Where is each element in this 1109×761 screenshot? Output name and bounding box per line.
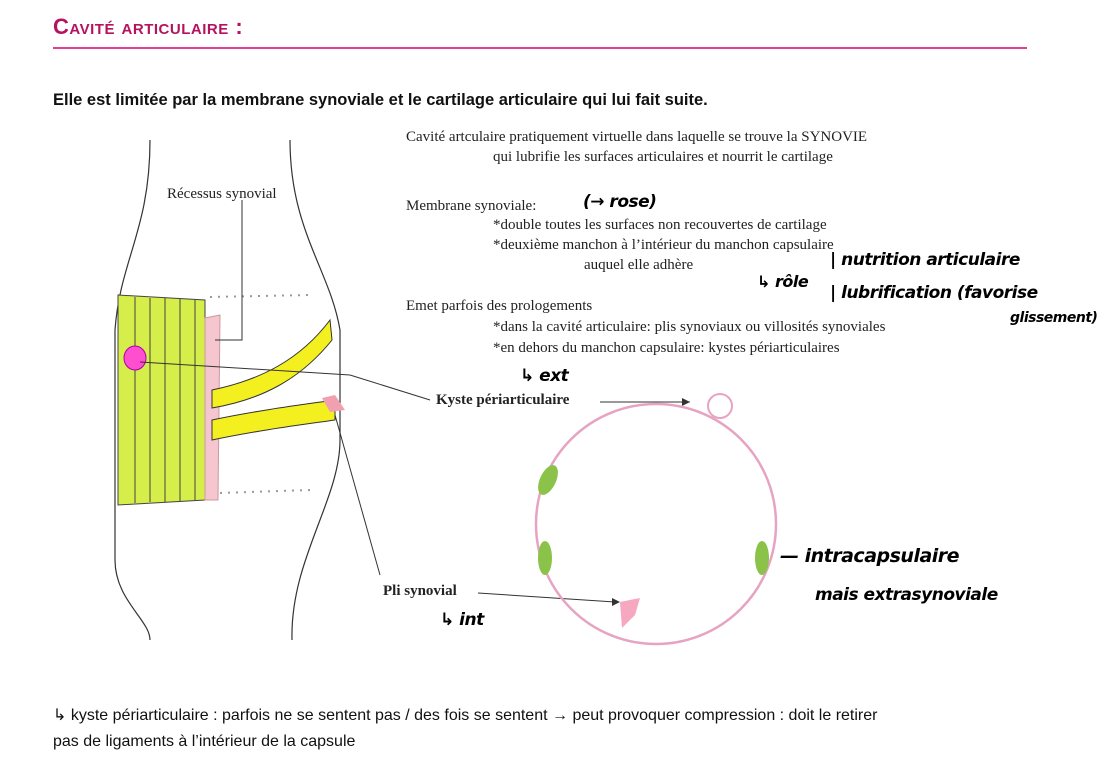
emet-item: *dans la cavité articulaire: plis synovi…	[493, 319, 886, 335]
leader-line	[334, 414, 381, 576]
handwritten-note: ↳ int	[440, 610, 484, 630]
emet-item: *en dehors du manchon capsulaire: kystes…	[493, 340, 840, 356]
bone-outline-left	[114, 139, 151, 641]
title-underline	[53, 47, 1027, 49]
handwritten-note: (→ rose)	[583, 192, 657, 212]
synovie-text: Cavité artculaire pratiquement virtuelle…	[406, 129, 868, 145]
handwritten-note: ↳ ext	[520, 366, 569, 386]
handwritten-note: — intracapsulaire	[780, 545, 960, 567]
capsule-ligament	[117, 294, 206, 506]
cartilage-lower	[211, 399, 336, 441]
periarticular-cyst	[707, 393, 733, 419]
synovial-fold-small	[322, 395, 345, 412]
capsule-circle	[534, 402, 778, 646]
fat-pad	[538, 465, 558, 495]
footer-note: pas de ligaments à l’intérieur de la cap…	[53, 733, 356, 750]
footer-note: ↳ kyste périarticulaire : parfois ne se …	[53, 707, 878, 724]
intro-text: Elle est limitée par la membrane synovia…	[53, 91, 708, 109]
membrane-item: auquel elle adhère	[584, 257, 694, 273]
leader-line	[349, 374, 431, 401]
emet-heading: Emet parfois des prologements	[406, 298, 593, 314]
bone-outline-right	[289, 139, 341, 641]
cartilage-upper	[211, 318, 333, 409]
membrane-heading: Membrane synoviale:	[406, 198, 537, 214]
membrane-item: *deuxième manchon à l’intérieur du manch…	[493, 237, 834, 253]
synovial-fold	[620, 598, 640, 628]
handwritten-note: ↳ rôle	[757, 272, 809, 291]
section-title: Cavité articulaire :	[53, 14, 244, 39]
fat-pad	[755, 541, 769, 575]
arrowhead-icon	[612, 598, 620, 606]
handwritten-note: glissement)	[1010, 310, 1098, 326]
dotted-line	[209, 294, 311, 298]
leader-line	[215, 200, 243, 341]
handwritten-note: | nutrition articulaire	[830, 250, 1020, 270]
fat-pad	[538, 541, 552, 575]
label-kyste: Kyste périarticulaire	[436, 392, 570, 408]
handwritten-note: mais extrasynoviale	[815, 585, 998, 605]
arrow-line	[477, 592, 616, 603]
membrane-item: *double toutes les surfaces non recouver…	[493, 217, 827, 233]
arrowhead-icon	[682, 398, 690, 406]
handwritten-note: | lubrification (favorise	[830, 283, 1038, 303]
ligament-fibers	[134, 297, 196, 503]
leader-line	[139, 361, 351, 376]
synovie-text-2: qui lubrifie les surfaces articulaires e…	[493, 149, 833, 165]
label-recessus: Récessus synovial	[167, 186, 277, 202]
dotted-line	[219, 489, 311, 494]
synovial-recess	[123, 345, 147, 371]
label-pli: Pli synovial	[383, 583, 457, 599]
